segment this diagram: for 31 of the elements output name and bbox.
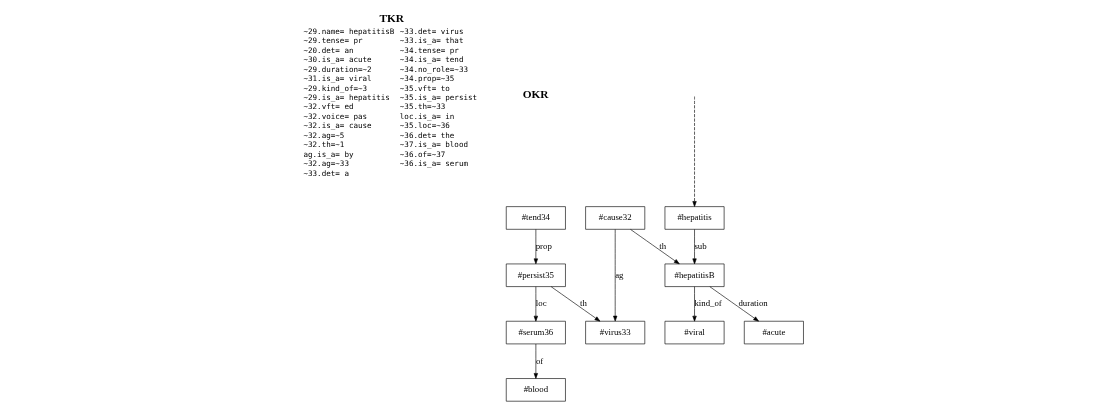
node-box: #tend34 <box>505 206 566 230</box>
node-box: #blood <box>505 378 566 402</box>
node-box: #viral <box>664 320 725 345</box>
node-box: #cause32 <box>585 206 646 230</box>
node-box: #persist35 <box>505 263 566 287</box>
edge-label: sub <box>694 240 707 251</box>
arrow <box>550 286 601 322</box>
arrow <box>613 229 618 322</box>
edge-label: loc <box>535 298 547 309</box>
arrow <box>533 229 538 265</box>
arrow <box>533 343 538 379</box>
edge-label: of <box>535 355 544 366</box>
label: OKR <box>522 87 549 100</box>
edge-label: prop <box>535 240 552 251</box>
node-box: #hepatitisB <box>664 263 725 287</box>
edge-label: th <box>659 240 667 251</box>
label: TKR <box>379 12 404 25</box>
node-box: #acute <box>743 320 804 345</box>
arrow <box>692 286 697 322</box>
edge-label: th <box>579 298 587 309</box>
edge-label: kind_of <box>694 298 722 309</box>
arrow <box>692 96 697 207</box>
edge-label: ag <box>615 269 624 280</box>
node-box: #virus33 <box>585 320 646 345</box>
arrow <box>630 229 680 265</box>
arrow <box>709 286 759 322</box>
arrow <box>692 229 697 265</box>
node-box: #serum36 <box>505 320 566 345</box>
node-box: #hepatitis <box>664 206 725 230</box>
arrow <box>533 286 538 322</box>
edge-label: duration <box>738 298 768 309</box>
